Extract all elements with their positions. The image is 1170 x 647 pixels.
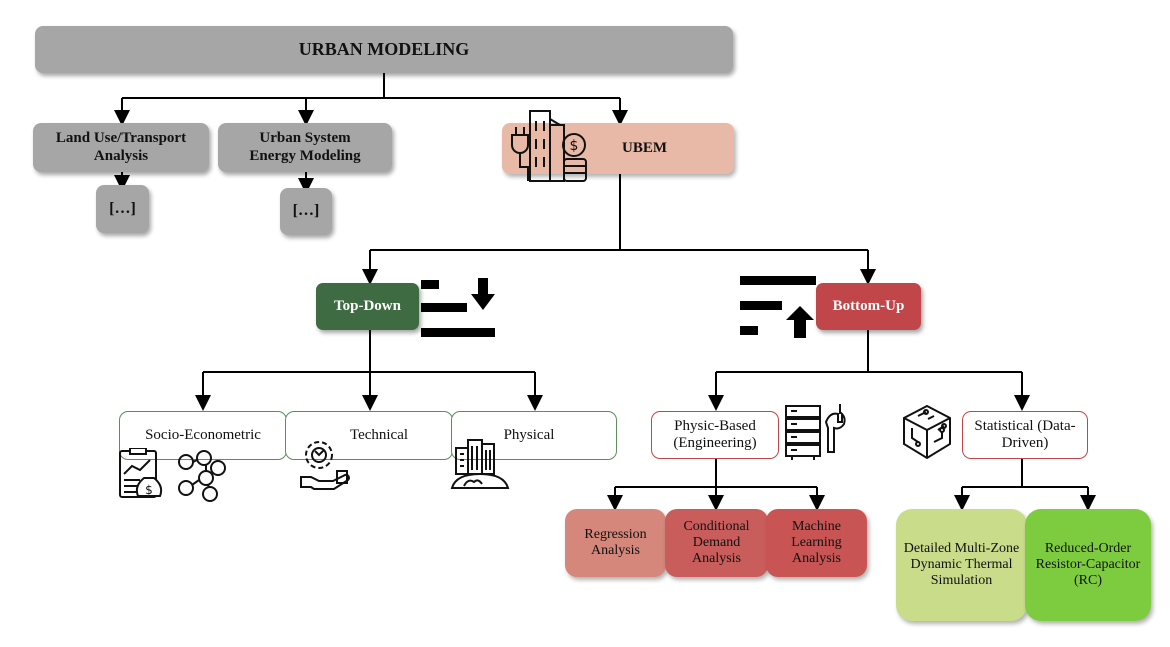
ubem-label: UBEM (622, 139, 667, 156)
urban-system-energy-label: Urban System Energy Modeling (249, 130, 361, 164)
physic-based-box: Physic-Based (Engineering) (651, 411, 779, 459)
detailed-simulation-label: Detailed Multi-Zone Dynamic Thermal Simu… (903, 540, 1020, 589)
detailed-simulation-box: Detailed Multi-Zone Dynamic Thermal Simu… (896, 509, 1027, 621)
urban-system-energy-box: Urban System Energy Modeling (218, 123, 392, 172)
physical-buildings-icon (450, 439, 510, 489)
land-use-transport-label: Land Use/Transport Analysis (55, 130, 187, 164)
regression-analysis-box: Regression Analysis (565, 509, 666, 577)
conditional-demand-box: Conditional Demand Analysis (665, 509, 768, 577)
machine-learning-box: Machine Learning Analysis (766, 509, 867, 577)
land-use-ellipsis-box: […] (96, 185, 149, 233)
reduced-order-label: Reduced-Order Resistor-Capacitor (RC) (1035, 540, 1141, 589)
urban-system-ellipsis-box: […] (280, 188, 332, 235)
socio-economic-icon: $ (119, 448, 226, 502)
bottom-up-label: Bottom-Up (832, 297, 905, 314)
urban-modeling-label: URBAN MODELING (298, 39, 470, 60)
technical-label: Technical (349, 427, 409, 443)
physical-label: Physical (503, 427, 555, 443)
top-down-label: Top-Down (334, 297, 401, 314)
regression-analysis-label: Regression Analysis (584, 526, 647, 558)
sort-ascending-icon (740, 276, 816, 338)
land-use-transport-box: Land Use/Transport Analysis (33, 123, 209, 172)
building-energy-icon: $ (511, 110, 587, 182)
circuit-chip-icon (903, 404, 951, 460)
reduced-order-box: Reduced-Order Resistor-Capacitor (RC) (1025, 509, 1151, 621)
physical-box: Physical (451, 411, 617, 460)
physic-based-label: Physic-Based (Engineering) (673, 417, 757, 451)
bottom-up-box: Bottom-Up (816, 283, 921, 330)
statistical-label: Statistical (Data-Driven) (974, 417, 1076, 451)
svg-text:$: $ (145, 483, 153, 497)
sort-descending-icon (421, 278, 495, 337)
socio-econometric-label: Socio-Econometric (145, 427, 261, 443)
top-down-box: Top-Down (316, 283, 419, 330)
conditional-demand-label: Conditional Demand Analysis (683, 518, 750, 567)
ubem-box: UBEM (502, 123, 734, 174)
technical-gear-icon (300, 441, 350, 490)
statistical-box: Statistical (Data-Driven) (962, 411, 1088, 459)
urban-system-ellipsis-label: […] (292, 202, 320, 220)
server-tools-icon (785, 404, 846, 460)
urban-modeling-box: URBAN MODELING (35, 26, 733, 73)
land-use-ellipsis-label: […] (109, 199, 136, 217)
machine-learning-label: Machine Learning Analysis (791, 518, 842, 567)
svg-text:$: $ (570, 138, 579, 154)
